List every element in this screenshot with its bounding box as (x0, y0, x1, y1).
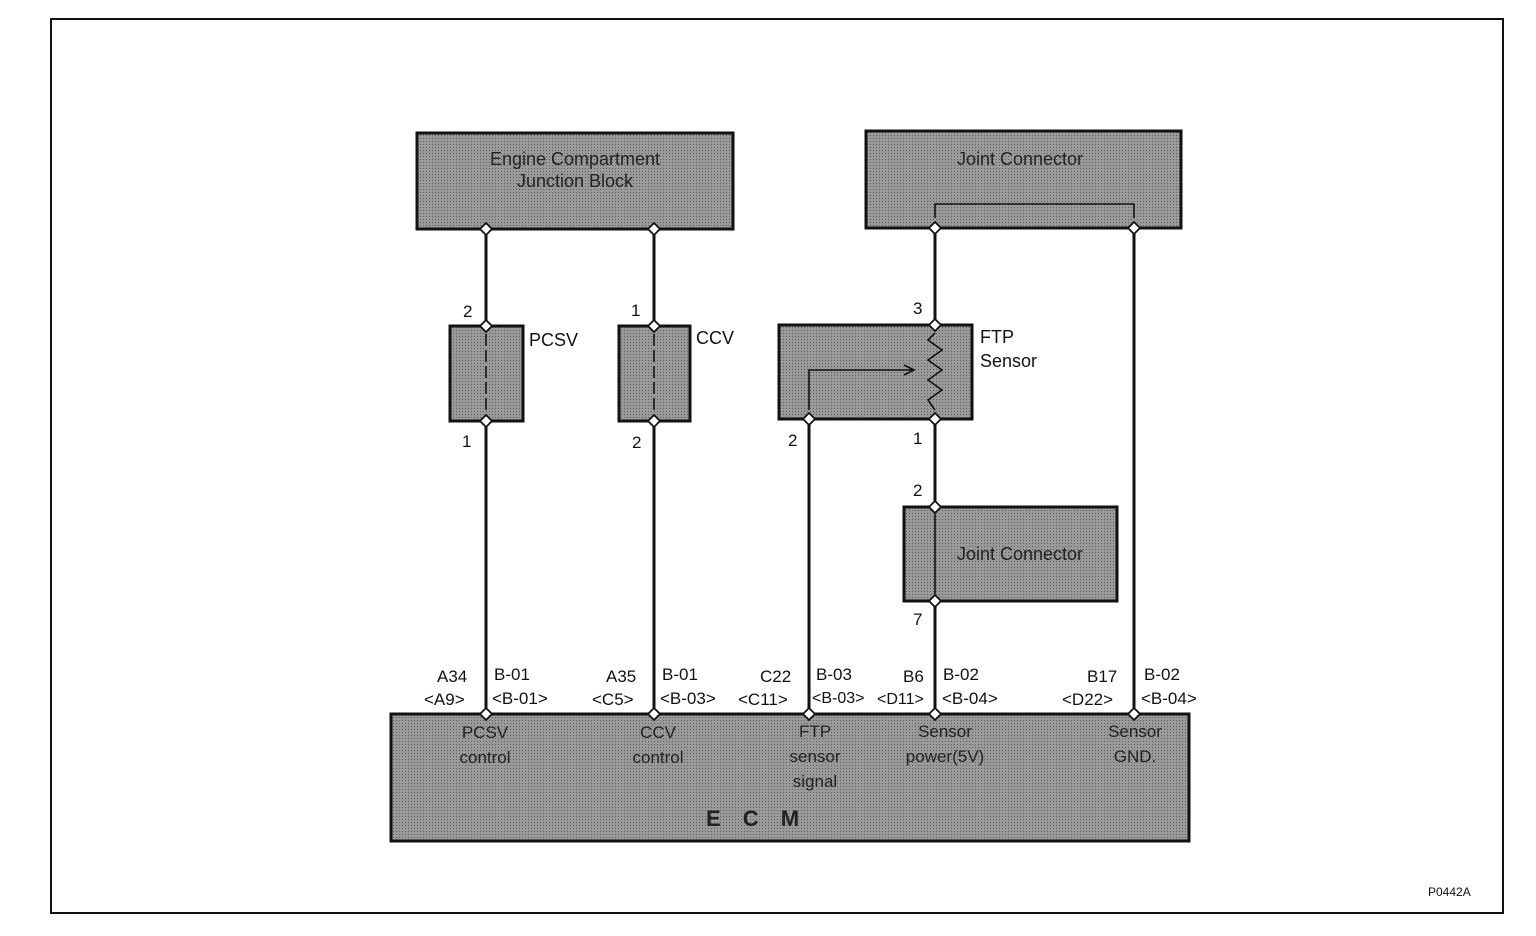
ecm-function-line1: PCSV (461, 723, 509, 742)
ecm-function-line1: Sensor (1108, 722, 1162, 741)
ecm-pin: A35 (606, 667, 637, 686)
terminal-diamond (646, 706, 662, 722)
pin-ftp-signal: 2 (788, 431, 798, 450)
pin-ccv-bottom: 2 (632, 433, 642, 452)
terminal-diamond (801, 411, 817, 427)
ecm-alt-pin: <A9> (424, 690, 465, 709)
pin-pcsv-top: 2 (463, 302, 473, 321)
ecm-function-line2: control (459, 748, 511, 767)
terminal-diamond (478, 318, 494, 334)
ecm-box (389, 712, 1191, 843)
terminal-diamond (927, 593, 943, 609)
ecm-function-line2: sensor (789, 747, 841, 766)
ecm-alt-pin: <D11> (877, 691, 924, 708)
pin-ftp-bottom: 1 (913, 429, 923, 448)
ecm-label: E C M (706, 806, 808, 831)
ecm-function-line3: signal (792, 772, 838, 791)
ecm-connector: B-03 (816, 665, 852, 684)
ftp-sensor-label-2: Sensor (980, 351, 1038, 371)
pin-jc-bottom: 7 (913, 610, 923, 629)
ecm-function-line2: control (632, 748, 684, 767)
ftp-sensor-wiper (808, 369, 912, 410)
ecm-connector: B-01 (494, 665, 530, 684)
pin-ccv-top: 1 (631, 301, 641, 320)
terminal-diamond (478, 221, 494, 237)
terminal-diamond (927, 706, 943, 722)
terminal-diamond (927, 499, 943, 515)
ecm-function-line1: FTP (798, 722, 832, 741)
ftp-sensor-resistor (926, 332, 944, 411)
ftp-sensor-box (777, 323, 974, 421)
ecm-function-line2: GND. (1113, 747, 1157, 766)
ecm-function-line1: CCV (640, 723, 676, 742)
ftp-sensor-wiper-arrow (903, 364, 916, 376)
ecm-function-line2: power(5V) (905, 747, 985, 766)
ecm-pin: B6 (903, 667, 924, 686)
ecm-connector: B-01 (662, 665, 698, 684)
junction-block-box (415, 131, 735, 231)
pin-jc-top: 2 (913, 481, 923, 500)
junction-block-label: Engine Compartment Junction Block (489, 149, 661, 191)
joint-connector-mid-label: Joint Connector (956, 544, 1084, 564)
terminal-diamond (478, 413, 494, 429)
terminal-diamond (1126, 706, 1142, 722)
ccv-label: CCV (696, 328, 735, 348)
terminal-diamond (801, 706, 817, 722)
ecm-alt-pin: <D22> (1062, 690, 1114, 709)
ftp-sensor-label-1: FTP (980, 327, 1014, 347)
terminal-diamond (646, 221, 662, 237)
terminal-diamond (927, 411, 943, 427)
terminal-diamond (646, 413, 662, 429)
joint-connector-top-box (864, 129, 1183, 230)
terminal-diamond (927, 317, 943, 333)
figure-code: P0442A (1428, 885, 1471, 899)
pin-ftp-top: 3 (913, 299, 923, 318)
terminal-diamond (646, 318, 662, 334)
ecm-function-line1: Sensor (918, 722, 972, 741)
ecm-alt-connector: <B-04> (942, 689, 998, 708)
ecm-pin: A34 (437, 667, 468, 686)
ecm-pin: C22 (760, 667, 792, 686)
terminal-diamond (927, 220, 943, 236)
ecm-connector: B-02 (1144, 665, 1180, 684)
pcsv-label: PCSV (529, 330, 579, 350)
ecm-alt-connector: <B-03> (660, 689, 716, 708)
ecm-pin: B17 (1087, 667, 1118, 686)
ecm-connector: B-02 (943, 665, 979, 684)
pin-pcsv-bottom: 1 (462, 432, 472, 451)
ecm-alt-connector: <B-01> (492, 689, 548, 708)
ecm-alt-connector: <B-03> (812, 690, 865, 707)
ecm-alt-pin: <C5> (592, 690, 634, 709)
diagram-frame (50, 18, 1504, 914)
joint-connector-top-bus (934, 203, 1135, 218)
joint-connector-top-label: Joint Connector (956, 149, 1084, 169)
terminal-diamond (478, 706, 494, 722)
ecm-alt-pin: <C11> (738, 690, 788, 709)
terminal-diamond (1126, 220, 1142, 236)
joint-connector-mid-box (902, 505, 1119, 603)
ecm-alt-connector: <B-04> (1141, 689, 1197, 708)
